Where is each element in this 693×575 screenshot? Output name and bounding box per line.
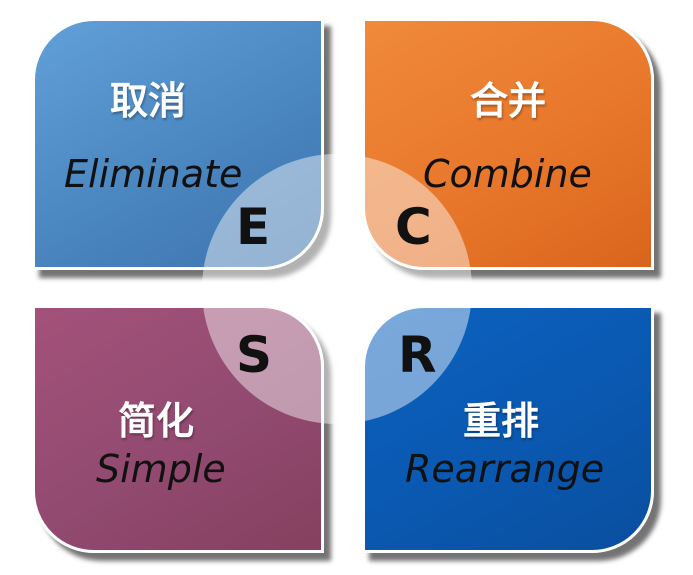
eliminate-letter: E bbox=[236, 198, 271, 256]
rearrange-letter: R bbox=[398, 326, 437, 384]
combine-letter: C bbox=[395, 198, 432, 256]
simplify-letter: S bbox=[236, 326, 273, 384]
combine-english-label: Combine bbox=[423, 152, 592, 196]
rearrange-english-label: Rearrange bbox=[405, 447, 605, 491]
rearrange-chinese-label: 重排 bbox=[463, 399, 540, 443]
eliminate-english-label: Eliminate bbox=[64, 152, 243, 196]
quadrant-rearrange bbox=[362, 305, 654, 553]
simplify-english-label: Simple bbox=[96, 447, 226, 491]
quadrant-combine bbox=[362, 18, 654, 270]
combine-chinese-label: 合并 bbox=[470, 79, 547, 123]
quadrant-simplify bbox=[32, 305, 324, 553]
simplify-chinese-label: 简化 bbox=[118, 399, 195, 443]
quadrant-eliminate bbox=[32, 18, 324, 270]
eliminate-chinese-label: 取消 bbox=[110, 79, 187, 123]
